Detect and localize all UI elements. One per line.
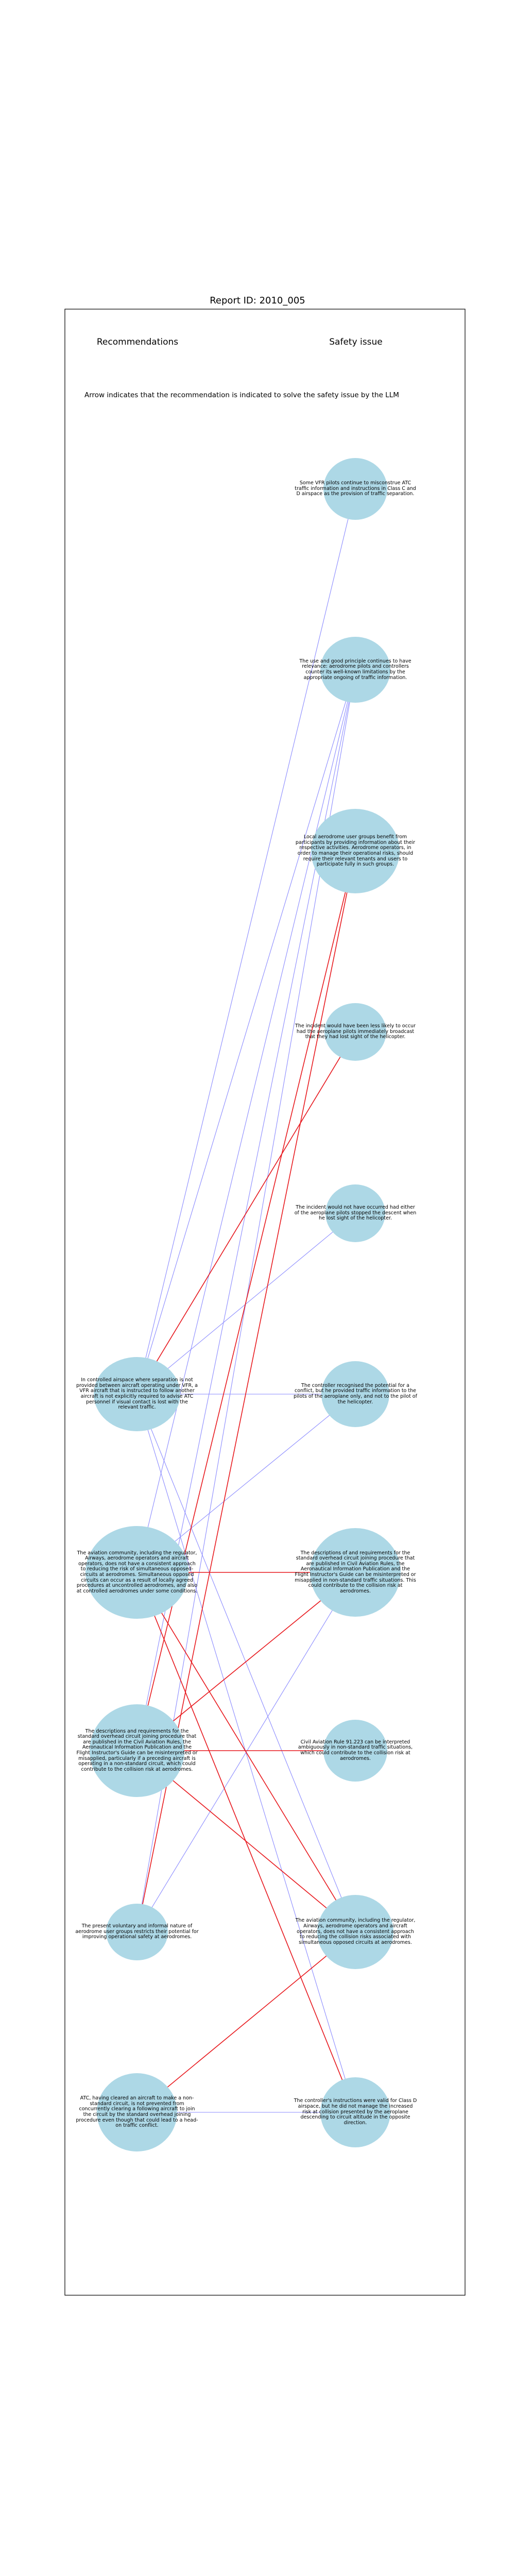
recommendation-text: ATC, having cleared an aircraft to make …: [76, 2095, 198, 2129]
diagram-frame: [64, 309, 466, 2296]
safety-issue-node: [317, 1895, 393, 1969]
safety-issue-text: The aviation community, including the re…: [295, 1918, 416, 1945]
recommendation-node: [90, 1704, 184, 1797]
recommendation-node: [106, 1904, 168, 1960]
edge-line: [136, 669, 356, 1573]
recommendation-node: [85, 1526, 188, 1619]
report-id-title: Report ID: 2010_005: [210, 295, 305, 306]
recommendation-text: The aviation community, including the re…: [76, 1550, 198, 1594]
arrow-legend-note: Arrow indicates that the recommendation …: [84, 391, 399, 399]
safety-issue-text: The controller's instructions were valid…: [294, 2098, 417, 2126]
safety-issue-text: The controller recognised the potential …: [294, 1382, 417, 1405]
safety-issue-node: [323, 1720, 387, 1782]
nodes-group: [85, 458, 401, 2151]
recommendation-node: [94, 1357, 180, 1431]
safety-issue-node: [324, 1003, 386, 1061]
recommendation-text: In controlled airspace where separation …: [76, 1377, 198, 1411]
safety-issue-node: [320, 637, 390, 703]
edge-line-highlight: [136, 1572, 356, 2113]
safety-issue-node: [321, 1361, 389, 1427]
edge-line: [136, 669, 356, 1395]
edge-line: [136, 488, 356, 1395]
edge-line: [136, 1394, 356, 2113]
edge-line-highlight: [136, 1572, 356, 1933]
recommendation-text: The descriptions and requirements for th…: [76, 1728, 198, 1772]
safety-issue-node: [311, 809, 400, 893]
safety-issue-node: [325, 1184, 385, 1242]
edge-line-highlight: [136, 1750, 356, 1933]
safety-issue-text: Civil Aviation Rule 91.223 can be interp…: [298, 1739, 413, 1761]
edge-line-highlight: [136, 1931, 356, 2113]
safety-issue-text: The use and good principle continues to …: [299, 658, 411, 681]
recommendation-text: The present voluntary and informal natur…: [75, 1923, 199, 1940]
safety-issue-text: Local aerodrome user groups benefit from…: [295, 834, 416, 868]
safety-issue-node: [323, 458, 387, 520]
edge-line: [136, 1213, 356, 1395]
safety-issue-node: [310, 1528, 401, 1617]
safety-issue-node: [320, 2077, 390, 2147]
edge-line-highlight: [136, 1572, 356, 1751]
safety-issue-text: The incident would have been less likely…: [295, 1023, 416, 1040]
edge-line-highlight: [136, 1031, 356, 1395]
edge-line-highlight: [136, 851, 356, 1751]
recommendations-header: Recommendations: [96, 337, 179, 347]
safety-issue-header: Safety issue: [329, 337, 383, 347]
safety-issue-text: Some VFR pilots continue to misconstrue …: [295, 480, 416, 497]
recommendation-node: [97, 2073, 177, 2151]
safety-issue-text: The descriptions of and requirements for…: [295, 1550, 416, 1594]
edge-line: [136, 1394, 356, 1933]
safety-issue-text: The incident would not have occurred had…: [294, 1205, 417, 1222]
